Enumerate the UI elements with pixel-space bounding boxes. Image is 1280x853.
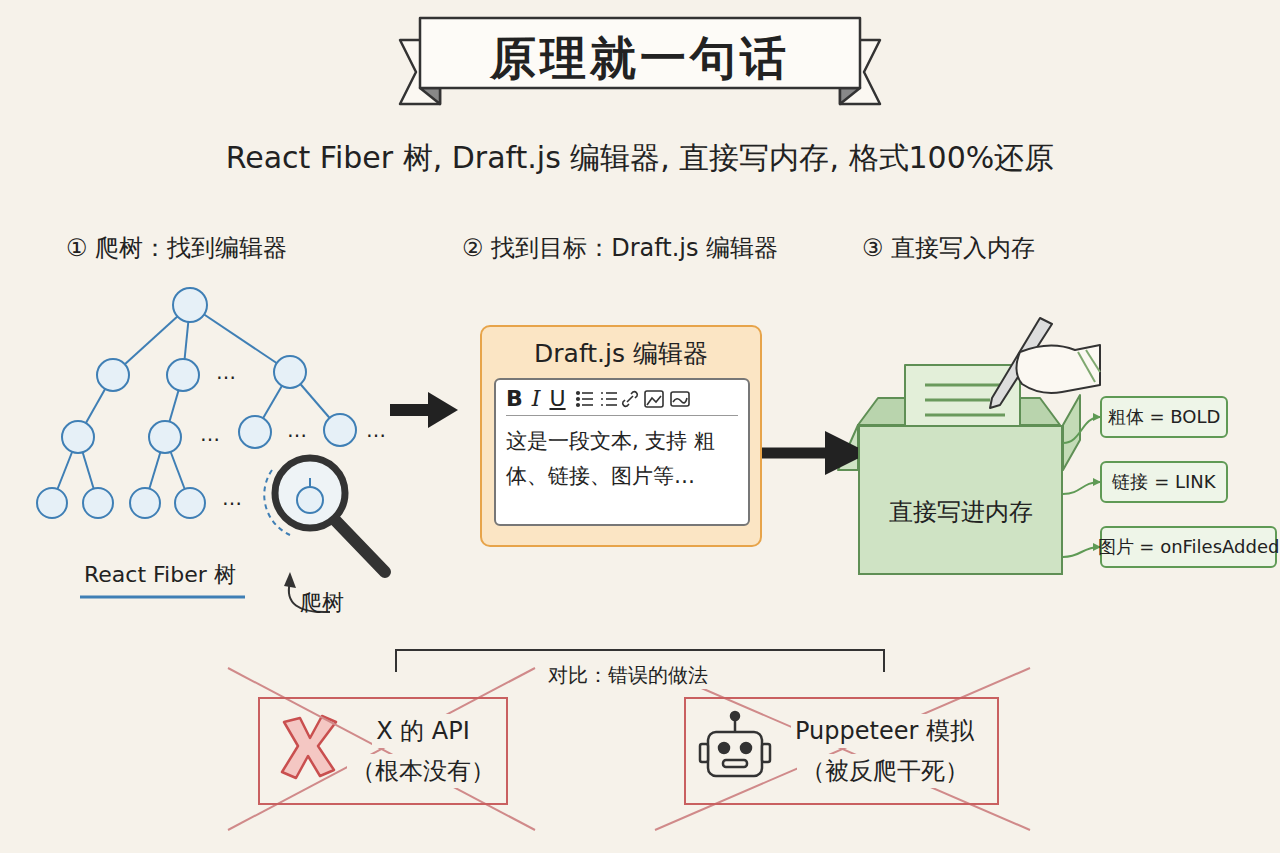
magnifier bbox=[264, 458, 385, 612]
step-heading: ③ 直接写入内存 bbox=[862, 232, 1035, 264]
node-text: （被反爬干死） bbox=[797, 754, 973, 788]
node-text: Draft.js 编辑器 bbox=[494, 337, 748, 370]
node-text: 图片 = onFilesAdded bbox=[1098, 535, 1280, 559]
title-ribbon bbox=[400, 18, 880, 104]
editor-panel: Draft.js 编辑器 BIU 这是一段文本, 支持 粗体、链接、图片等… bbox=[480, 325, 762, 547]
wrong-approach-box: X 的 API （根本没有） bbox=[258, 697, 508, 805]
node-text: （根本没有） bbox=[347, 754, 499, 788]
error-icon bbox=[282, 716, 336, 778]
editor-text: 这是一段文本, 支持 粗体、链接、图片等… bbox=[506, 424, 738, 493]
memory-box: 直接写进内存 bbox=[858, 425, 1063, 575]
robot-icon bbox=[700, 712, 770, 776]
subtitle: React Fiber 树, Draft.js 编辑器, 直接写内存, 格式10… bbox=[226, 138, 1055, 179]
ellipsis: … bbox=[200, 422, 220, 446]
editor-box: BIU 这是一段文本, 支持 粗体、链接、图片等… bbox=[494, 378, 750, 526]
node-text: 粗体 = BOLD bbox=[1108, 405, 1221, 429]
hand-pencil bbox=[990, 318, 1100, 408]
mapping-arrow bbox=[1063, 547, 1100, 557]
flow-arrow bbox=[762, 448, 858, 459]
mapping-box: 粗体 = BOLD bbox=[1100, 396, 1228, 438]
flow-arrow bbox=[390, 392, 458, 428]
ellipsis: … bbox=[287, 418, 307, 442]
wrong-approach-box: Puppeteer 模拟 （被反爬干死） bbox=[684, 697, 999, 805]
toolbar-button: B bbox=[506, 386, 523, 411]
underline bbox=[80, 596, 245, 599]
mapping-arrow bbox=[1063, 417, 1100, 443]
label: 爬树 bbox=[300, 588, 344, 618]
step-heading: ① 爬树：找到编辑器 bbox=[66, 232, 287, 264]
ellipsis: … bbox=[216, 360, 236, 384]
title: 原理就一句话 bbox=[490, 28, 790, 90]
node-text: 链接 = LINK bbox=[1112, 470, 1215, 494]
toolbar: BIU bbox=[506, 384, 738, 416]
ellipsis: … bbox=[366, 418, 386, 442]
strike-cross bbox=[228, 668, 1030, 830]
mapping-box: 图片 = onFilesAdded bbox=[1100, 526, 1277, 568]
node-text: 直接写进内存 bbox=[889, 496, 1033, 528]
label: 对比：错误的做法 bbox=[542, 662, 714, 689]
mapping-box: 链接 = LINK bbox=[1100, 461, 1228, 503]
ellipsis: … bbox=[222, 486, 242, 510]
step-heading: ② 找到目标：Draft.js 编辑器 bbox=[462, 232, 778, 264]
node-text: Puppeteer 模拟 bbox=[791, 714, 978, 748]
label: React Fiber 树 bbox=[84, 560, 236, 590]
mapping-arrow bbox=[1063, 482, 1100, 494]
toolbar-button: I bbox=[532, 386, 541, 411]
toolbar-button: U bbox=[549, 386, 565, 411]
node-text: X 的 API bbox=[372, 714, 474, 748]
toolbar-icons bbox=[575, 387, 693, 411]
